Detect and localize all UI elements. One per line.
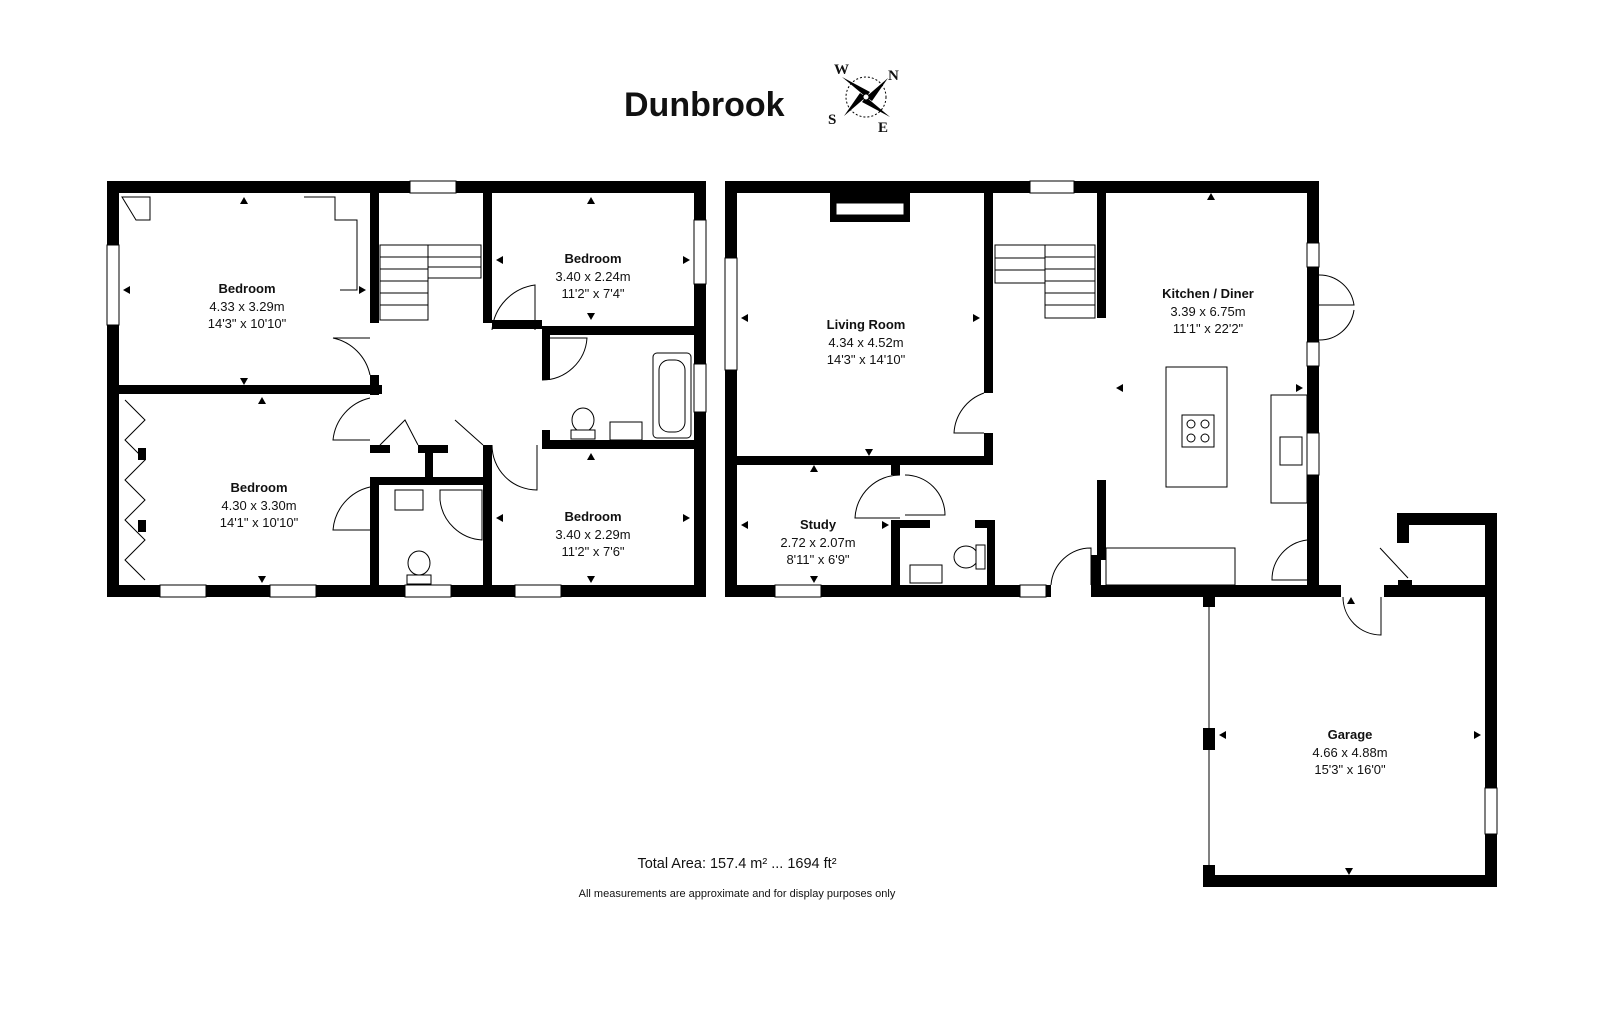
window [1029, 180, 1075, 194]
compass-e-label: E [878, 120, 888, 136]
window [693, 219, 707, 285]
garage-plan [1203, 513, 1498, 887]
room-imperial: 14'3" x 10'10" [208, 316, 287, 331]
door [491, 284, 536, 331]
door [491, 444, 538, 491]
room-metric: 4.30 x 3.30m [221, 498, 296, 513]
door [953, 392, 985, 434]
room-imperial: 11'2" x 7'4" [561, 286, 624, 301]
staircase [994, 244, 1096, 319]
room-name: Bedroom [218, 281, 275, 296]
kitchen-counter [1105, 547, 1236, 586]
first-floor-plan [106, 180, 707, 598]
toilet [571, 407, 595, 433]
window [693, 363, 707, 413]
compass-n-label: N [888, 68, 899, 84]
door [1318, 274, 1355, 306]
door [854, 474, 901, 519]
room-name: Kitchen / Diner [1162, 286, 1254, 301]
window [1019, 584, 1047, 598]
kitchen-sink [1279, 436, 1303, 466]
room-metric: 4.33 x 3.29m [209, 299, 284, 314]
wardrobe [121, 196, 151, 221]
door [379, 419, 419, 446]
room-label-kitchen-diner: Kitchen / Diner 3.39 x 6.75m 11'1" x 22'… [1162, 286, 1254, 336]
room-name: Bedroom [564, 509, 621, 524]
basin [394, 489, 424, 511]
room-name: Garage [1328, 727, 1373, 742]
room-label-bedroom-1: Bedroom 4.33 x 3.29m 14'3" x 10'10" [208, 281, 287, 331]
room-metric: 4.66 x 4.88m [1312, 745, 1387, 760]
room-imperial: 8'11" x 6'9" [786, 552, 849, 567]
door [1318, 309, 1355, 341]
window [1306, 432, 1320, 476]
room-imperial: 14'3" x 14'10" [827, 352, 906, 367]
room-name: Bedroom [230, 480, 287, 495]
room-label-bedroom-4: Bedroom 3.40 x 2.29m 11'2" x 7'6" [555, 509, 630, 559]
window [1484, 787, 1498, 835]
room-label-living-room: Living Room 4.34 x 4.52m 14'3" x 14'10" [827, 317, 906, 367]
ground-floor-plan [724, 180, 1355, 598]
room-label-study: Study 2.72 x 2.07m 8'11" x 6'9" [780, 517, 855, 567]
plan-title: Dunbrook [624, 86, 785, 124]
door [1050, 547, 1092, 586]
room-metric: 4.34 x 4.52m [828, 335, 903, 350]
basin [609, 421, 643, 441]
window [774, 584, 822, 598]
window [404, 584, 452, 598]
shower [439, 489, 483, 541]
room-imperial: 11'1" x 22'2" [1173, 321, 1244, 336]
door [904, 474, 946, 516]
room-label-garage: Garage 4.66 x 4.88m 15'3" x 16'0" [1312, 727, 1387, 777]
door [332, 397, 371, 441]
window [409, 180, 457, 194]
basin [909, 564, 943, 584]
compass-w-label: W [834, 62, 849, 78]
room-label-bedroom-2: Bedroom 3.40 x 2.24m 11'2" x 7'4" [555, 251, 630, 301]
compass-s-label: S [828, 112, 836, 128]
total-area: Total Area: 157.4 m² ... 1694 ft² [637, 856, 836, 872]
window [1306, 341, 1320, 367]
room-name: Living Room [827, 317, 906, 332]
door [541, 337, 588, 381]
door [332, 486, 371, 531]
wardrobe [124, 399, 146, 581]
room-imperial: 11'2" x 7'6" [561, 544, 624, 559]
toilet [953, 545, 979, 569]
room-name: Study [800, 517, 837, 532]
room-metric: 3.40 x 2.29m [555, 527, 630, 542]
room-metric: 3.40 x 2.24m [555, 269, 630, 284]
window [106, 244, 120, 326]
toilet [407, 550, 431, 576]
room-imperial: 15'3" x 16'0" [1314, 762, 1386, 777]
compass-rose-icon: W N S E [828, 62, 899, 136]
room-metric: 2.72 x 2.07m [780, 535, 855, 550]
door [332, 337, 371, 376]
door [1271, 539, 1308, 581]
room-name: Bedroom [564, 251, 621, 266]
room-imperial: 14'1" x 10'10" [220, 515, 299, 530]
wardrobe [304, 196, 358, 291]
window [514, 584, 562, 598]
room-label-bedroom-3: Bedroom 4.30 x 3.30m 14'1" x 10'10" [220, 480, 299, 530]
hob [1181, 414, 1215, 448]
door [1379, 547, 1409, 579]
door [454, 419, 484, 446]
door [1342, 596, 1382, 636]
room-metric: 3.39 x 6.75m [1170, 304, 1245, 319]
window [1306, 242, 1320, 268]
window [159, 584, 207, 598]
window [724, 257, 738, 371]
staircase [379, 244, 482, 321]
window [269, 584, 317, 598]
disclaimer: All measurements are approximate and for… [579, 888, 896, 900]
